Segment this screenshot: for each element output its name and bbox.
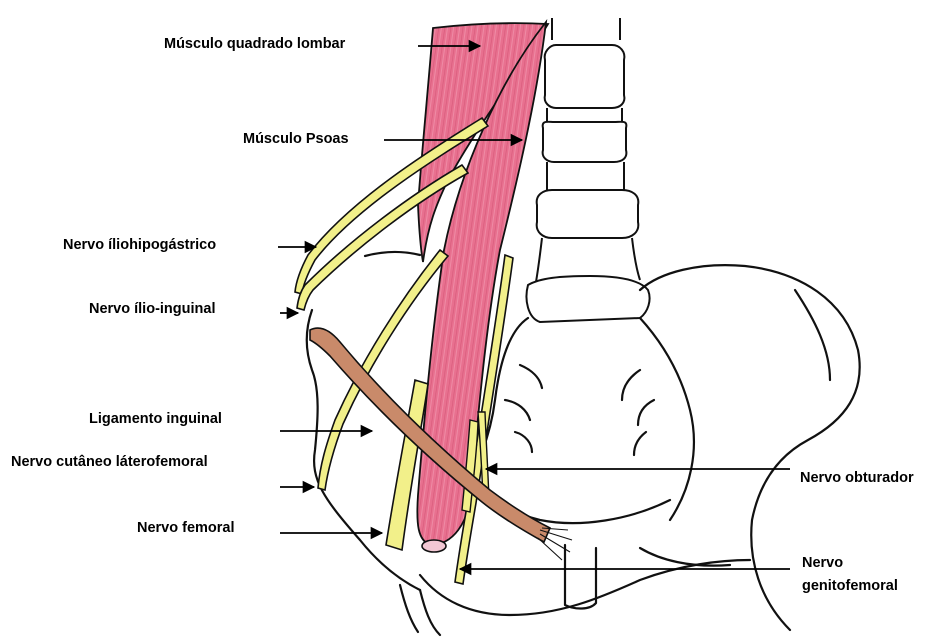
label-femoral: Nervo femoral xyxy=(137,519,235,538)
label-psoas: Músculo Psoas xyxy=(243,130,349,149)
label-cutaneo-laterofemoral: Nervo cutâneo láterofemoral xyxy=(11,453,208,472)
label-iliohipogastrico: Nervo íliohipogástrico xyxy=(63,236,216,255)
label-ilio-inguinal: Nervo ílio-inguinal xyxy=(89,300,215,319)
label-genitofemoral-line1: Nervo xyxy=(802,554,843,573)
label-obturador: Nervo obturador xyxy=(800,469,914,488)
vertebral-column xyxy=(527,18,650,322)
psoas-cut-end xyxy=(422,540,446,552)
label-quadrado-lombar: Músculo quadrado lombar xyxy=(164,35,345,54)
label-genitofemoral-line2: genitofemoral xyxy=(802,577,898,596)
label-ligamento-inguinal: Ligamento inguinal xyxy=(89,410,222,429)
